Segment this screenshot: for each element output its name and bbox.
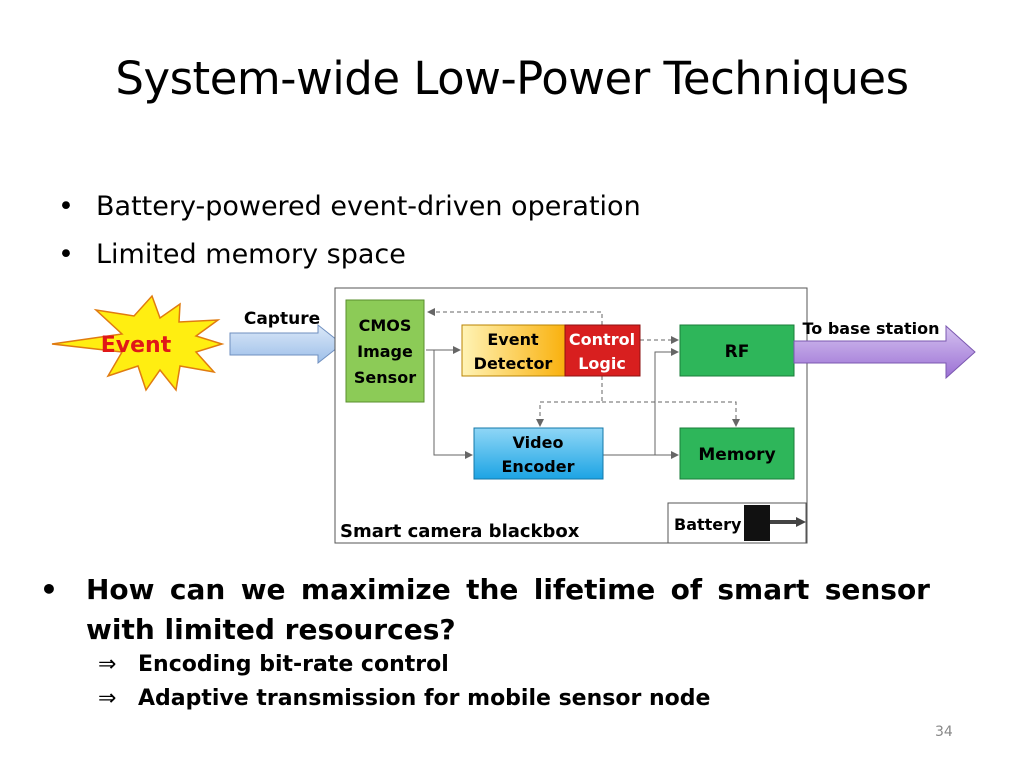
slide-title: System-wide Low-Power Techniques	[115, 52, 909, 105]
cmos-sensor-block	[345, 299, 425, 403]
bullet-dot: •	[58, 190, 74, 222]
answer-text: Adaptive transmission for mobile sensor …	[138, 686, 711, 711]
answer-item: ⇒ Adaptive transmission for mobile senso…	[98, 686, 710, 711]
control-logic-block	[564, 324, 641, 377]
bullet-item: • Battery-powered event-driven operation	[58, 182, 641, 230]
answer-item: ⇒ Encoding bit-rate control	[98, 652, 449, 677]
memory-block	[679, 427, 795, 480]
event-label: Event	[101, 333, 172, 358]
event-detector-label-2: Detector	[474, 354, 553, 373]
blackbox-label: Smart camera blackbox	[340, 521, 580, 542]
implies-icon: ⇒	[98, 686, 117, 711]
control-lines	[427, 308, 740, 427]
event-detector-block	[461, 324, 566, 377]
event-star	[51, 294, 225, 392]
base-station-arrow	[793, 324, 976, 380]
video-encoder-block	[473, 427, 604, 480]
page-number: 34	[935, 724, 953, 740]
bullet-item: • Limited memory space	[58, 230, 641, 278]
data-lines	[426, 346, 679, 459]
memory-label: Memory	[698, 445, 775, 465]
rf-label: RF	[725, 342, 750, 362]
battery-icon	[744, 505, 770, 541]
cmos-label-1: CMOS	[359, 316, 412, 335]
cmos-label-2: Image	[357, 342, 413, 361]
implies-icon: ⇒	[98, 652, 117, 677]
video-encoder-label-2: Encoder	[502, 457, 575, 476]
question-text: How can we maximize the lifetime of smar…	[86, 573, 930, 646]
capture-arrow	[229, 323, 343, 365]
bullet-list: • Battery-powered event-driven operation…	[58, 182, 641, 278]
event-detector-label-1: Event	[487, 330, 539, 349]
control-logic-label-1: Control	[569, 330, 635, 349]
bullet-dot: •	[58, 238, 74, 270]
video-encoder-label-1: Video	[513, 433, 564, 452]
base-station-label: To base station	[802, 319, 939, 338]
question-block: • How can we maximize the lifetime of sm…	[40, 570, 930, 650]
question-bullet: •	[40, 573, 58, 606]
battery-label: Battery	[674, 515, 742, 534]
cmos-label-3: Sensor	[354, 368, 416, 387]
bullet-text: Limited memory space	[96, 238, 406, 270]
capture-label: Capture	[244, 309, 320, 329]
answer-text: Encoding bit-rate control	[138, 652, 449, 677]
battery-terminal-tip-icon	[796, 517, 806, 527]
rf-block	[679, 324, 795, 377]
bullet-text: Battery-powered event-driven operation	[96, 190, 641, 222]
control-logic-label-2: Logic	[578, 354, 626, 373]
